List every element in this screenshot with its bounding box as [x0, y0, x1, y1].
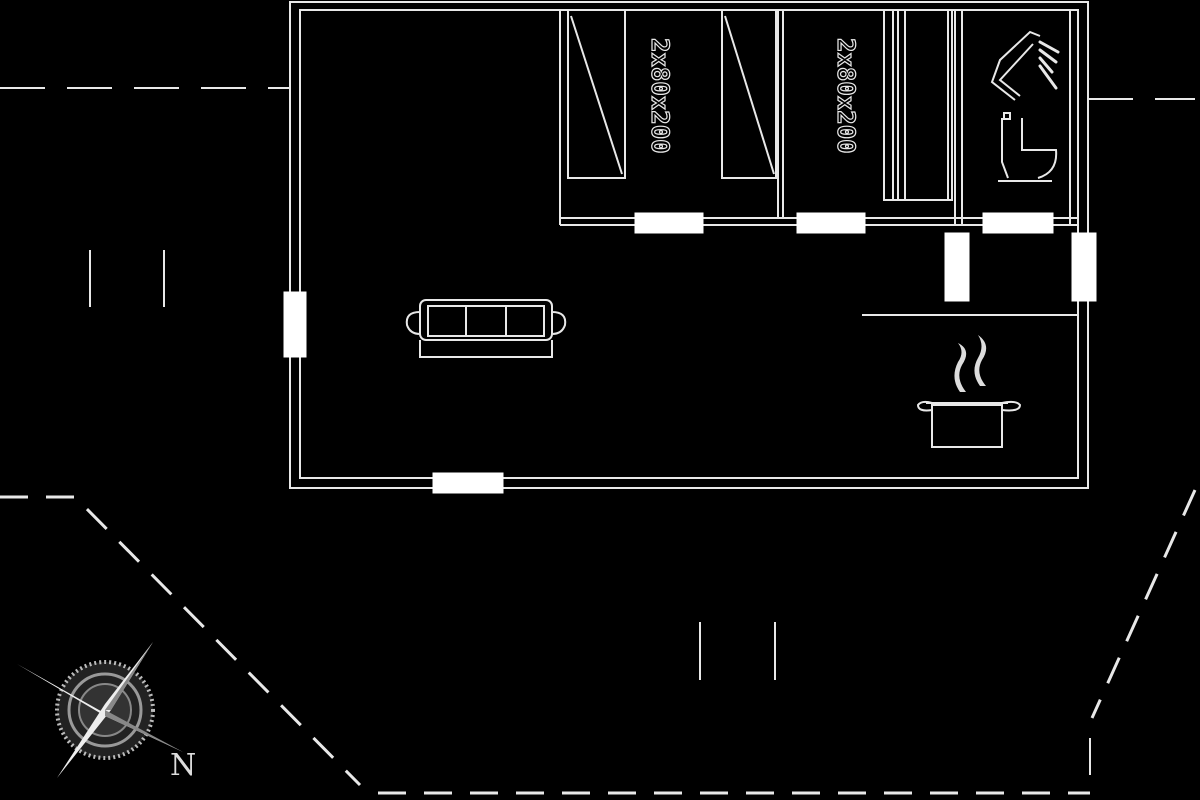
- bed-label: 2x80x200: [832, 38, 860, 154]
- shower-icon: [990, 30, 1060, 101]
- door-kitchen: [944, 232, 970, 302]
- closet-door-swing: [570, 15, 623, 175]
- window-east: [1071, 232, 1097, 302]
- closet: [567, 9, 626, 179]
- closet: [721, 9, 777, 179]
- doors: [283, 212, 1097, 494]
- shower-spray: [1038, 40, 1060, 90]
- closet-outline: [721, 9, 777, 179]
- cooking-pot-icon: [916, 335, 1022, 448]
- entrance-door: [432, 472, 504, 494]
- door-bedroom-2: [796, 212, 866, 234]
- wardrobe: [883, 9, 953, 201]
- property-lines: [0, 87, 1197, 795]
- bed-label: 2x80x200: [646, 38, 674, 154]
- compass-rose-icon: [17, 642, 183, 778]
- bedroom-partitions: [559, 10, 1078, 316]
- sofa-icon: [405, 299, 567, 358]
- property-line: [1090, 489, 1197, 719]
- closet-outline: [567, 9, 626, 179]
- closet-door-swing: [724, 15, 775, 175]
- steam: [974, 335, 987, 386]
- toilet-icon: [998, 112, 1058, 182]
- wardrobe-outline: [883, 9, 953, 201]
- door-bedroom-1: [634, 212, 704, 234]
- north-label: N: [170, 748, 196, 783]
- property-line: [0, 495, 362, 787]
- parking-marks: [89, 250, 776, 680]
- door-bathroom: [982, 212, 1054, 234]
- steam: [954, 343, 967, 392]
- window-west: [283, 291, 307, 358]
